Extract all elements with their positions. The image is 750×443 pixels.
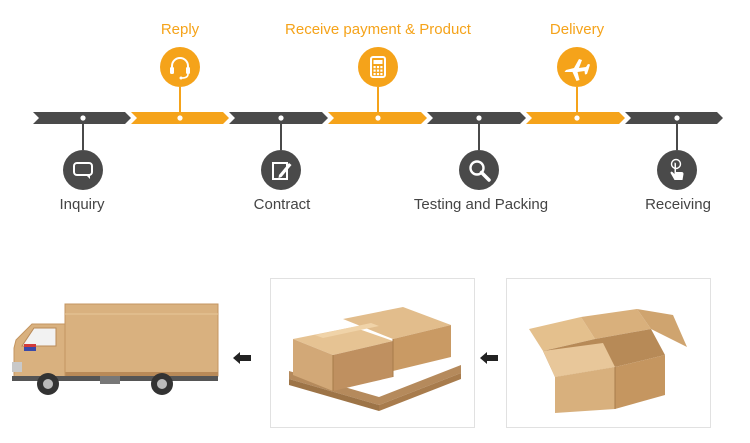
open-box-icon [529,309,687,413]
stem-delivery [576,87,578,112]
stem-reply [179,87,181,112]
pallet-boxes-icon [289,307,461,411]
airplane-icon [557,47,597,87]
stem-testing [478,124,480,150]
open-box-panel [506,278,711,428]
step-label-receiving: Receiving [645,196,711,213]
timeline-bar [33,112,723,124]
step-label-contract: Contract [253,196,311,213]
stem-receiving [676,124,678,150]
chat-icon [63,150,103,190]
step-label-inquiry: Inquiry [59,196,105,213]
stem-inquiry [82,124,84,150]
arrow-left-icon [233,352,251,364]
step-label-delivery: Delivery [549,21,605,38]
pallet-panel [270,278,475,428]
truck-icon [12,303,219,395]
headset-icon [160,47,200,87]
calculator-icon [358,47,398,87]
magnifier-icon [459,150,499,190]
timeline-segment-receiving [625,112,723,124]
step-label-testing-packing: Testing and Packing [413,196,549,213]
step-label-receive-payment: Receive payment & Product [285,21,471,38]
stem-payment [377,87,379,112]
step-label-reply: Reply [160,21,200,38]
pen-document-icon [261,150,301,190]
arrow-left-icon [480,352,498,364]
touch-hand-icon [657,150,697,190]
stem-contract [280,124,282,150]
